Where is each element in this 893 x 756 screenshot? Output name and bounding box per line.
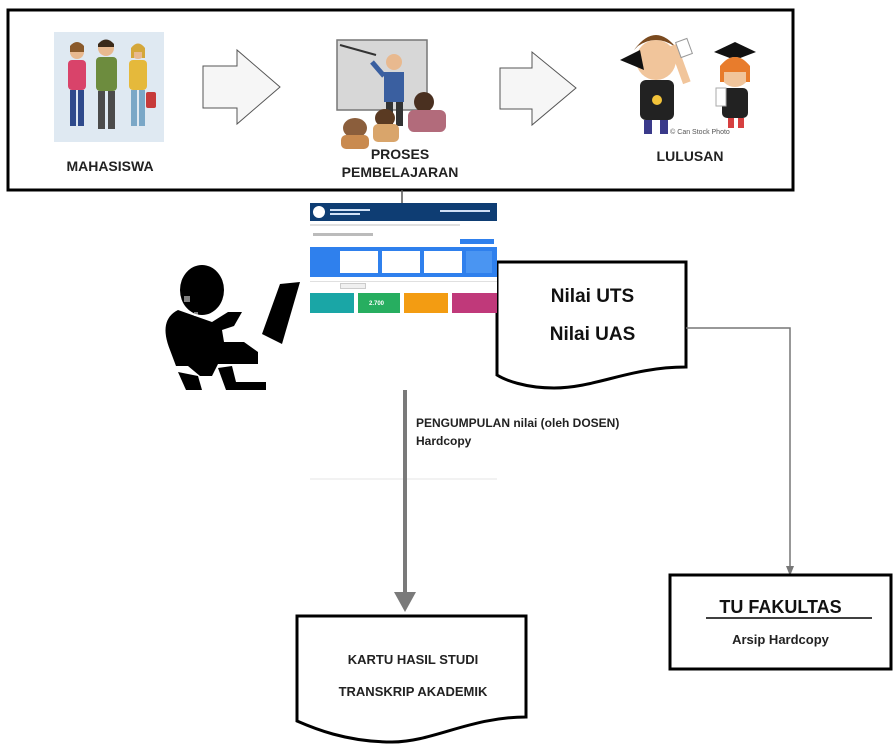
nilai-uas-label: Nilai UAS	[549, 324, 636, 345]
computer-user-silhouette	[165, 265, 300, 390]
hardcopy-label: Hardcopy	[416, 434, 472, 448]
kartu-hasil-studi-label: KARTU HASIL STUDI	[347, 652, 479, 667]
stat-tile-orange	[404, 293, 448, 313]
nilai-uts-label: Nilai UTS	[550, 286, 635, 307]
stat-value-1: 2.700	[369, 301, 385, 307]
students-illustration	[54, 32, 164, 142]
label-proses: PROSES	[370, 146, 430, 162]
block-arrow-1	[202, 48, 281, 126]
arrowhead-main	[394, 592, 416, 612]
label-mahasiswa: MAHASISWA	[66, 158, 154, 174]
label-lulusan: LULUSAN	[656, 148, 724, 164]
nilai-document	[495, 260, 688, 390]
output-document	[295, 614, 528, 744]
stat-tile-green	[358, 293, 400, 313]
stat-tile-teal	[310, 293, 354, 313]
arsip-hardcopy-label: Arsip Hardcopy	[732, 632, 829, 647]
label-pembelajaran: PEMBELAJARAN	[341, 164, 459, 180]
photo-credit: © Can Stock Photo	[670, 129, 730, 136]
dashboard-screenshot: 2.700	[310, 203, 497, 313]
dashboard-logo	[313, 206, 325, 218]
block-arrow-2	[499, 50, 577, 127]
stat-tile-magenta	[452, 293, 497, 313]
tu-fakultas-box	[668, 573, 893, 671]
graduates-illustration	[620, 35, 756, 134]
dashboard-header	[310, 203, 497, 221]
arrowhead-tu	[786, 566, 794, 576]
classroom-illustration	[336, 39, 446, 149]
tu-fakultas-title: TU FAKULTAS	[719, 597, 842, 617]
transkrip-akademik-label: TRANSKRIP AKADEMIK	[338, 684, 488, 699]
pengumpulan-label: PENGUMPULAN nilai (oleh DOSEN)	[416, 416, 620, 430]
connector-nilai-to-tu	[686, 327, 791, 568]
